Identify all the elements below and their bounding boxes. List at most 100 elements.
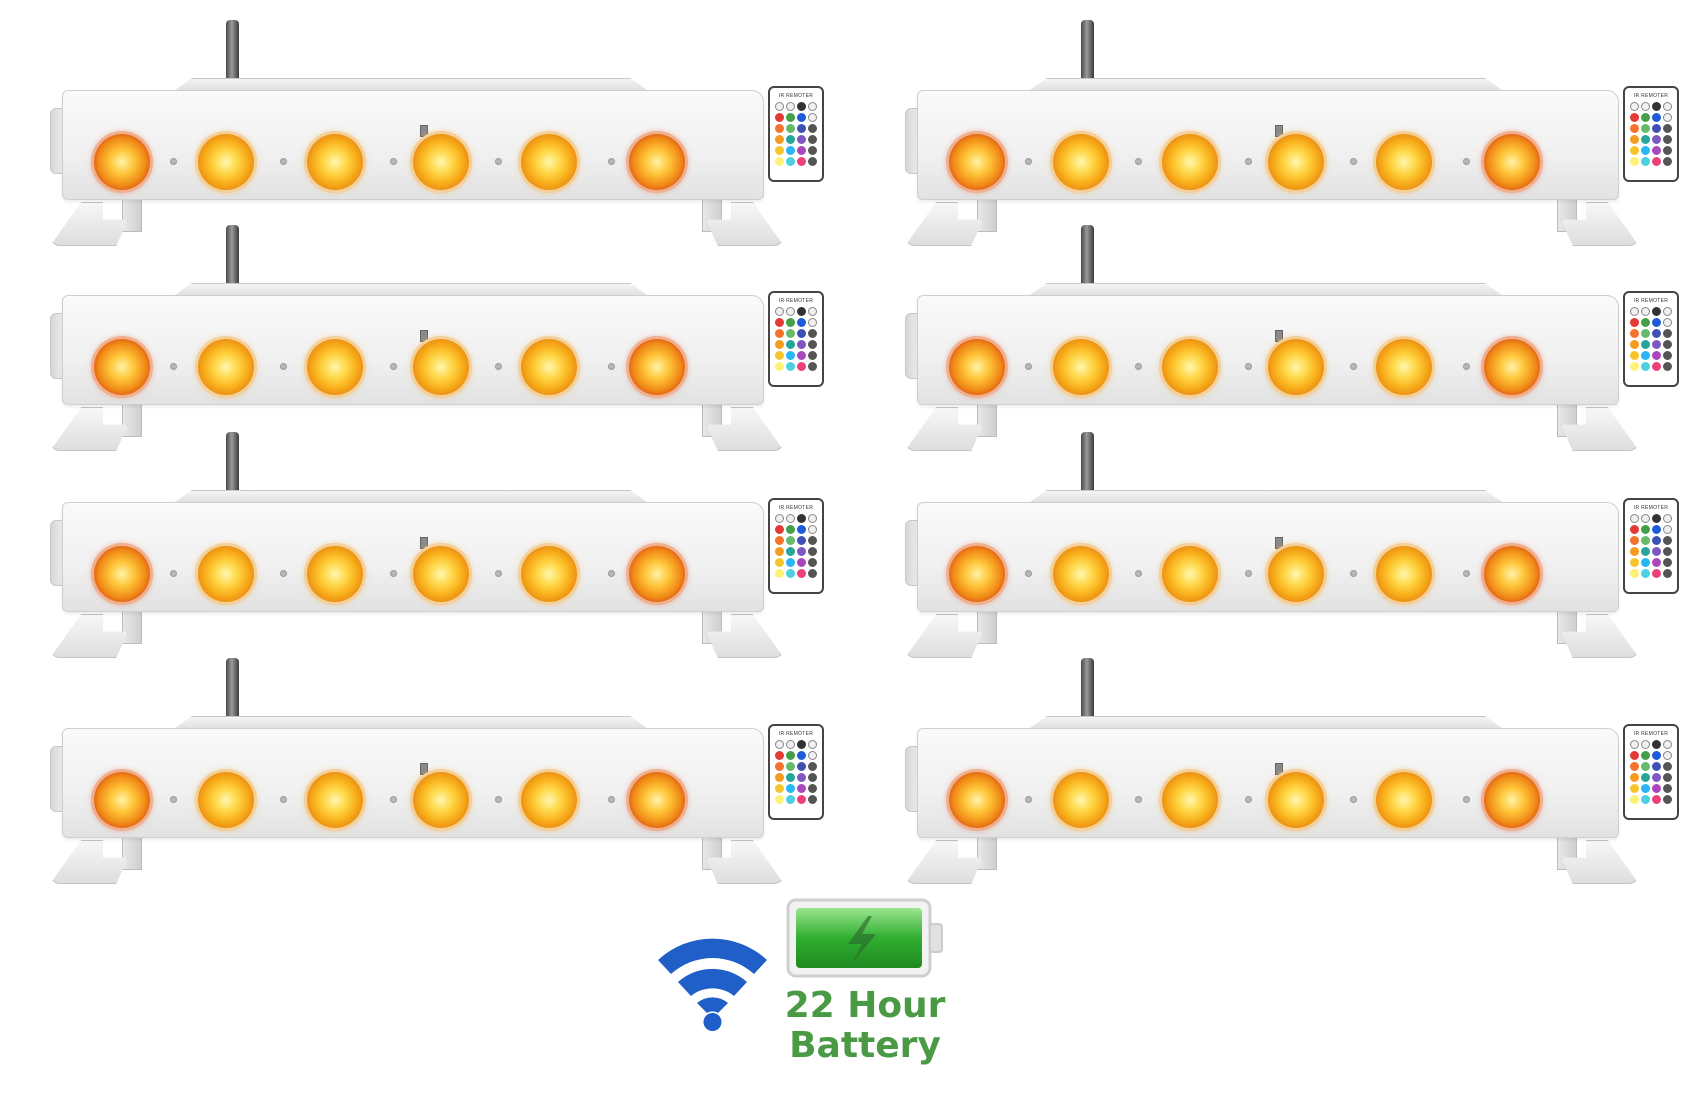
remote-key: [1652, 525, 1661, 534]
remote-key: [775, 514, 784, 523]
remote-key: [1641, 340, 1650, 349]
remote-key: [786, 318, 795, 327]
remote-key: [808, 102, 817, 111]
remote-key: [797, 135, 806, 144]
led-lens: [1053, 772, 1109, 828]
led-lens: [1162, 546, 1218, 602]
feature-badge: 22 Hour Battery: [650, 890, 970, 1090]
remote-key: [775, 351, 784, 360]
remote-key: [1630, 547, 1639, 556]
remote-key: [797, 157, 806, 166]
remote-key: [808, 146, 817, 155]
remote-key: [1663, 740, 1672, 749]
remote-key: [808, 762, 817, 771]
remote-key: [1652, 351, 1661, 360]
remote-key: [1630, 762, 1639, 771]
remote-key: [797, 784, 806, 793]
screw: [1350, 363, 1357, 370]
screw: [1135, 158, 1142, 165]
remote-keypad: [1630, 514, 1672, 578]
remote-key: [1663, 113, 1672, 122]
remote-label: IR REMOTER: [1633, 298, 1669, 304]
led-lens: [1484, 134, 1540, 190]
remote-key: [1630, 751, 1639, 760]
remote-key: [775, 318, 784, 327]
remote-key: [775, 547, 784, 556]
led-lens: [413, 546, 469, 602]
remote-key: [786, 762, 795, 771]
screw: [1025, 796, 1032, 803]
remote-key: [786, 329, 795, 338]
remote-key: [1641, 157, 1650, 166]
remote-key: [808, 307, 817, 316]
remote-key: [808, 514, 817, 523]
remote-key: [797, 558, 806, 567]
led-lens: [949, 134, 1005, 190]
remote-key: [797, 362, 806, 371]
remote-key: [1652, 340, 1661, 349]
remote-key: [1663, 514, 1672, 523]
remote-key: [775, 536, 784, 545]
led-lens: [1162, 772, 1218, 828]
remote-key: [1663, 558, 1672, 567]
ir-sensor: [420, 125, 428, 137]
screw: [170, 158, 177, 165]
led-lens: [1484, 339, 1540, 395]
remote-key: [1630, 569, 1639, 578]
screw: [280, 158, 287, 165]
led-lens: [198, 546, 254, 602]
remote-key: [786, 307, 795, 316]
foot-post: [122, 608, 142, 644]
remote-key: [775, 362, 784, 371]
remote-key: [1641, 135, 1650, 144]
remote-key: [786, 135, 795, 144]
remote-key: [775, 569, 784, 578]
led-lens: [1376, 772, 1432, 828]
remote-key: [1652, 113, 1661, 122]
remote-key: [797, 329, 806, 338]
remote-key: [786, 113, 795, 122]
led-lens: [1376, 134, 1432, 190]
foot-post: [977, 608, 997, 644]
remote-key: [786, 569, 795, 578]
remote-key: [1641, 102, 1650, 111]
remote-key: [1652, 569, 1661, 578]
remote-key: [1663, 751, 1672, 760]
remote-key: [1630, 329, 1639, 338]
remote-key: [808, 135, 817, 144]
remote-key: [1630, 558, 1639, 567]
remote-key: [1652, 362, 1661, 371]
remote-key: [797, 318, 806, 327]
remote-key: [1641, 362, 1650, 371]
led-lens: [413, 339, 469, 395]
remote-keypad: [775, 514, 817, 578]
remote-label: IR REMOTER: [1633, 731, 1669, 737]
remote-key: [1641, 569, 1650, 578]
remote-key: [775, 740, 784, 749]
led-lens: [1268, 546, 1324, 602]
remote-key: [775, 124, 784, 133]
remote-key: [1630, 340, 1639, 349]
remote-key: [808, 751, 817, 760]
remote-key: [1641, 547, 1650, 556]
screw: [1245, 158, 1252, 165]
light-bar-unit: IR REMOTER: [885, 225, 1679, 451]
light-bar-unit: IR REMOTER: [30, 225, 824, 451]
remote-key: [1641, 351, 1650, 360]
remote-key: [1652, 135, 1661, 144]
led-lens: [1484, 772, 1540, 828]
remote-key: [797, 536, 806, 545]
led-lens: [94, 134, 150, 190]
ir-remote: IR REMOTER: [768, 498, 824, 594]
battery-charging-icon: [786, 898, 943, 978]
led-lens: [1268, 772, 1324, 828]
remote-key: [775, 558, 784, 567]
battery-caption: 22 Hour Battery: [750, 986, 980, 1066]
antenna: [226, 225, 239, 297]
remote-key: [808, 157, 817, 166]
led-lens: [198, 339, 254, 395]
led-lens: [413, 134, 469, 190]
led-lens: [949, 339, 1005, 395]
ir-remote: IR REMOTER: [768, 86, 824, 182]
screw: [1463, 796, 1470, 803]
